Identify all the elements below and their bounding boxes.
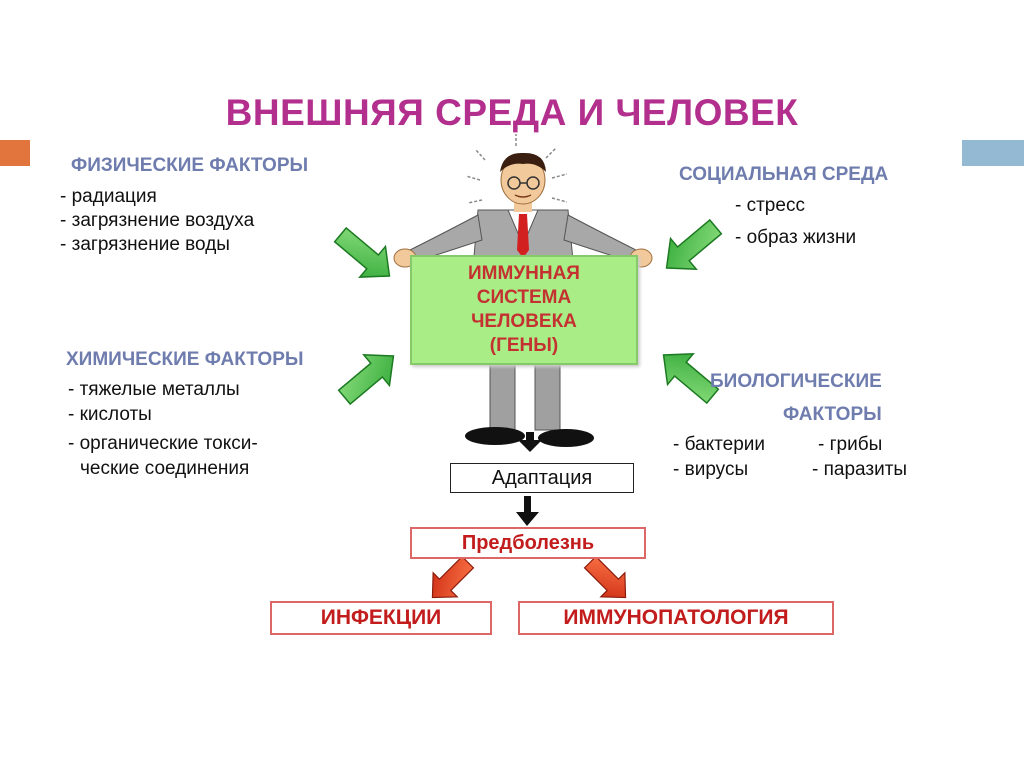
slide-title: ВНЕШНЯЯ СРЕДА И ЧЕЛОВЕК	[225, 92, 799, 133]
adaptation-box: Адаптация	[450, 463, 634, 493]
stress-lines-icon	[465, 134, 568, 204]
biological-heading-2: ФАКТОРЫ	[783, 404, 882, 425]
immune-line: СИСТЕМА	[476, 287, 572, 308]
immunopathology-box: ИММУНОПАТОЛОГИЯ	[518, 601, 834, 635]
biological-item: - грибы	[818, 434, 883, 455]
chemical-item: - органические токси-	[68, 433, 258, 454]
arrow-down-icon	[518, 432, 542, 452]
arrow-social-icon	[665, 218, 723, 270]
biological-item: - паразиты	[812, 459, 908, 480]
social-item: - стресс	[735, 195, 805, 216]
biological-item: - бактерии	[673, 434, 765, 455]
arrow-physical-icon	[333, 226, 391, 278]
physical-heading: ФИЗИЧЕСКИЕ ФАКТОРЫ	[71, 155, 309, 176]
chemical-item: - тяжелые металлы	[68, 379, 240, 400]
physical-item: - радиация	[60, 186, 157, 207]
biological-heading: БИОЛОГИЧЕСКИЕ	[710, 371, 882, 392]
immune-line: ЧЕЛОВЕКА	[471, 311, 577, 332]
chemical-item: ческие соединения	[80, 458, 250, 479]
social-item: - образ жизни	[735, 227, 857, 248]
arrow-biological-icon	[662, 353, 720, 405]
chemical-item: - кислоты	[68, 404, 152, 425]
arrow-chemical-icon	[337, 354, 395, 406]
chemical-heading: ХИМИЧЕСКИЕ ФАКТОРЫ	[66, 349, 304, 370]
immune-line: (ГЕНЫ)	[489, 335, 559, 356]
immune-system-box: ИММУННАЯ СИСТЕМА ЧЕЛОВЕКА (ГЕНЫ)	[410, 255, 638, 365]
decor-bar-right	[962, 140, 1024, 166]
arrow-down-2-icon	[516, 496, 539, 526]
decor-bar-left	[0, 140, 30, 166]
physical-item: - загрязнение воздуха	[60, 210, 255, 231]
physical-item: - загрязнение воды	[60, 234, 230, 255]
biological-item: - вирусы	[673, 459, 749, 480]
arrow-infections-icon	[431, 555, 475, 599]
predisease-box: Предболезнь	[410, 527, 646, 559]
arrow-immunopathology-icon	[583, 555, 627, 599]
social-heading: СОЦИАЛЬНАЯ СРЕДА	[679, 164, 889, 185]
infections-box: ИНФЕКЦИИ	[270, 601, 492, 635]
immune-line: ИММУННАЯ	[468, 263, 580, 284]
